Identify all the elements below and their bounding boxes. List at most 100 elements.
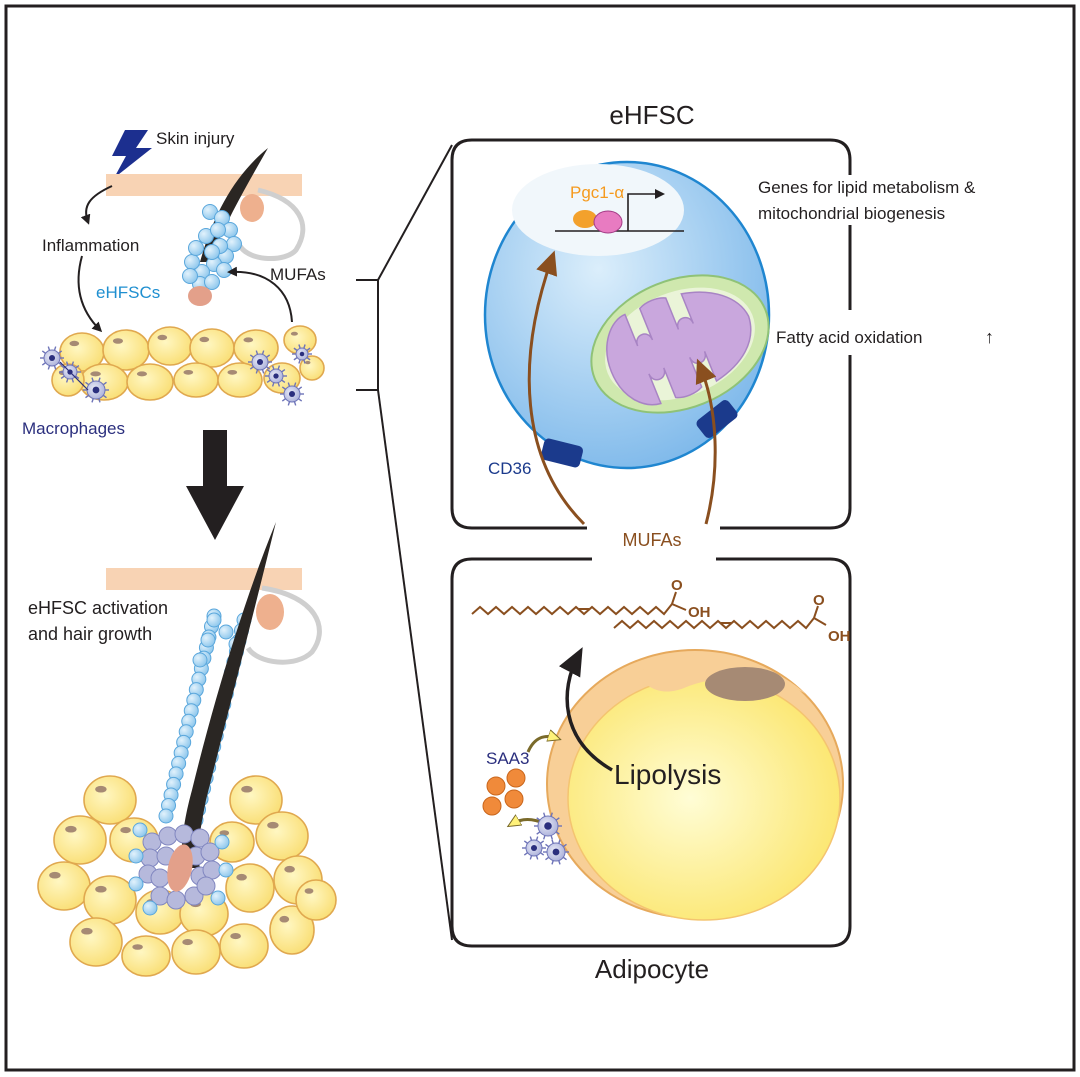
transcription-factor	[593, 210, 623, 234]
stem-cell	[210, 890, 226, 906]
transcription-arrow	[627, 189, 665, 231]
ehfsc-panel-title: eHFSC	[609, 100, 694, 130]
fat-cell-nucleus	[243, 337, 254, 343]
bulb-cell	[196, 876, 216, 896]
bulb-cell	[202, 860, 222, 880]
hair-shaft-2	[181, 522, 276, 868]
stem-cell	[182, 268, 198, 284]
bulb-cell	[174, 824, 194, 844]
stem-cell	[206, 612, 222, 628]
fat-cell	[37, 861, 91, 911]
stem-cell	[192, 652, 208, 668]
stem-cell	[142, 900, 158, 916]
pgc1a-protein	[573, 210, 597, 228]
inflammation-label: Inflammation	[42, 236, 139, 255]
fat-cell-nucleus	[284, 865, 295, 873]
fat-cell-nucleus	[227, 369, 238, 375]
genes-label-line2: mitochondrial biogenesis	[758, 204, 945, 223]
stem-cell	[214, 834, 230, 850]
stem-cell	[218, 862, 234, 878]
fat-cell	[126, 363, 174, 401]
bulb-cell	[158, 826, 178, 846]
fat-cell-nucleus	[95, 885, 107, 893]
inflammation-to-fat-arrow	[77, 255, 103, 333]
macrophages	[40, 344, 312, 406]
skin-injury-scene	[40, 130, 325, 406]
fat-cell-nucleus	[120, 827, 131, 834]
macrophage	[265, 365, 287, 387]
fat-cell	[147, 326, 193, 366]
fat-cell-nucleus	[241, 785, 253, 793]
increase-arrow-icon: ↑	[985, 327, 994, 347]
saa3-proteins	[482, 768, 526, 816]
bulb-cell	[190, 828, 210, 848]
skin-injury-label: Skin injury	[156, 129, 235, 148]
mufas-center-label: MUFAs	[622, 530, 681, 550]
bulb-cell	[140, 848, 160, 868]
macrophage	[280, 382, 304, 406]
fat-cell	[255, 811, 309, 861]
skin-layer	[106, 174, 302, 196]
cd36-receptor-right	[696, 400, 738, 438]
ehfscs-label: eHFSCs	[96, 283, 160, 302]
macrophages-label: Macrophages	[22, 419, 125, 438]
fat-cell-nucleus	[65, 825, 77, 833]
follicle-sheath-2	[245, 585, 322, 665]
stem-cell	[132, 822, 148, 838]
bulb-cell	[150, 868, 170, 888]
stem-cell	[200, 632, 216, 648]
fat-cell-nucleus	[236, 873, 247, 881]
lipid-droplet	[567, 675, 841, 921]
fat-cell-nucleus	[81, 927, 93, 935]
fat-cell-nucleus	[219, 830, 230, 836]
big-down-arrow	[186, 430, 244, 540]
fat-cell-nucleus	[183, 369, 194, 375]
oleic-acid-molecule-2	[613, 605, 827, 630]
cd36-label: CD36	[488, 459, 531, 478]
fat-cell-nucleus	[305, 360, 311, 365]
fat-cell-nucleus	[112, 338, 124, 344]
fat-cell	[295, 879, 337, 921]
follicle-sheath	[237, 187, 306, 262]
adipocyte-panel-title: Adipocyte	[595, 954, 709, 984]
saa3-to-adipocyte-arrow	[526, 737, 556, 753]
stem-cell	[204, 274, 220, 290]
fat-cell	[173, 362, 219, 398]
fat-cell-nucleus	[157, 334, 168, 341]
fat-cell-nucleus	[304, 888, 314, 894]
nucleus	[512, 164, 684, 256]
mufa-to-stemcell-arrow	[227, 266, 293, 323]
fat-cell	[171, 929, 221, 975]
ehfsc-panel-frame	[450, 138, 852, 530]
fat-cell	[189, 328, 235, 368]
fat-cell	[83, 775, 137, 825]
stem-cell	[210, 222, 226, 238]
mufa-to-mitochondrion-arrow	[695, 358, 717, 525]
fat-cell-nucleus	[230, 933, 241, 940]
macrophage	[522, 836, 546, 860]
macrophage	[543, 839, 569, 865]
fat-cell-nucleus	[199, 336, 210, 343]
fatty-acid-oxidation-label: Fatty acid oxidation	[776, 328, 922, 347]
sebaceous-gland-2	[256, 594, 284, 630]
carbonyl-o-2: O	[813, 592, 825, 609]
fat-cell-nucleus	[290, 331, 298, 336]
activation-label-line1: eHFSC activation	[28, 598, 168, 618]
zoom-bracket	[356, 144, 453, 941]
lipolysis-arrow	[558, 647, 613, 772]
fat-cell-nucleus	[69, 340, 80, 347]
hydroxyl-oh-2: OH	[828, 628, 851, 645]
adipocyte-macrophages	[522, 812, 569, 865]
carbonyl-o-1: O	[671, 577, 683, 594]
macrophage	[83, 377, 109, 403]
lightning-icon	[112, 130, 152, 178]
dermal-papilla	[188, 286, 212, 306]
fat-cell	[121, 935, 171, 977]
genes-label-line1: Genes for lipid metabolism &	[758, 178, 976, 197]
dermal-papilla-2	[167, 844, 193, 892]
bulb-cell	[166, 890, 186, 910]
lipolysis-label: Lipolysis	[614, 759, 721, 790]
adipocyte-cell	[546, 649, 844, 921]
stem-cell	[128, 876, 144, 892]
